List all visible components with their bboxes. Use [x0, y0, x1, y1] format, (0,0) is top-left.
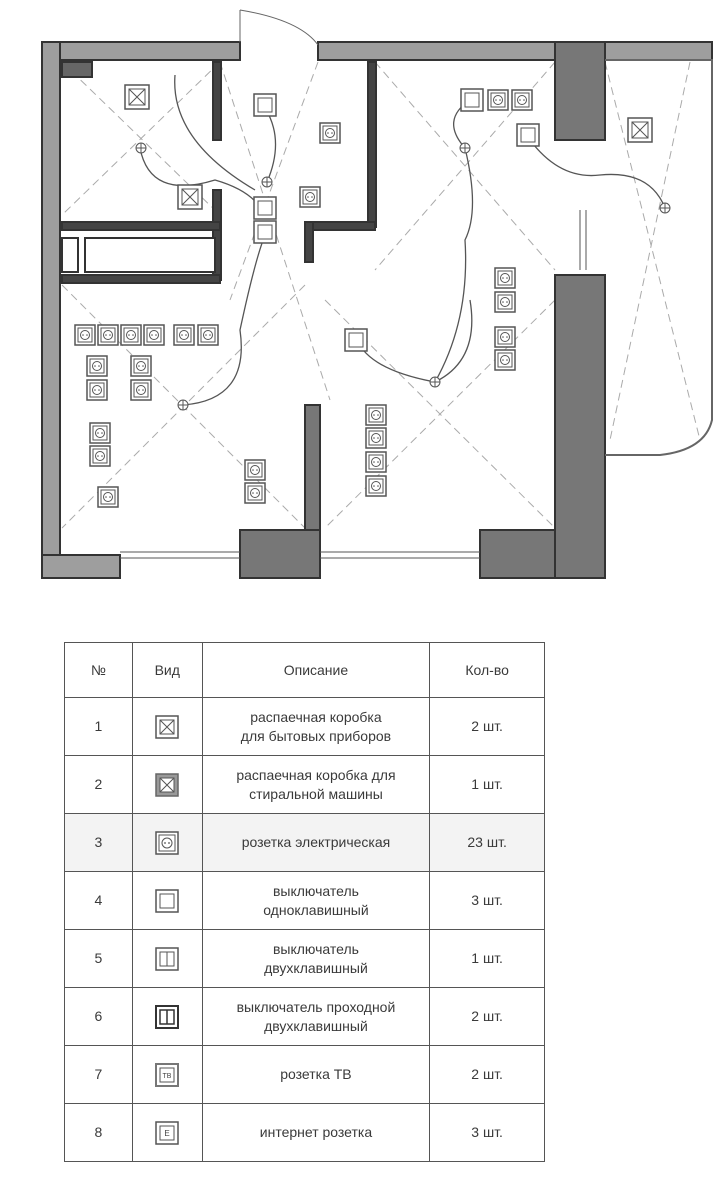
row-quantity: 1 шт. — [429, 929, 545, 988]
header-view: Вид — [131, 642, 203, 698]
description-line-2: двухклавишный — [264, 1017, 368, 1034]
row-quantity: 23 шт. — [429, 813, 545, 872]
legend-row: 1 распаечная коробка для бытовых приборов 2… — [64, 697, 545, 756]
row-icon — [131, 813, 203, 872]
description-line-1: выключатель — [272, 940, 359, 957]
legend-row: 4 выключатель одноклавишный 3 шт. — [64, 871, 545, 930]
row-icon: E — [131, 1103, 203, 1162]
row-description: розетка электрическая — [201, 813, 431, 872]
bathtub — [84, 237, 216, 273]
washer-junction-box-icon — [155, 772, 179, 797]
row-number: 2 — [64, 755, 133, 814]
single-switch-icon — [155, 888, 179, 913]
row-description: распаечная коробка для стиральной машины — [201, 755, 431, 814]
description-line-2: одноклавишный — [263, 901, 369, 918]
row-icon — [131, 871, 203, 930]
row-quantity: 3 шт. — [429, 1103, 545, 1162]
row-description: розетка ТВ — [201, 1045, 431, 1104]
passthrough-double-switch-icon — [155, 1004, 180, 1029]
row-quantity: 2 шт. — [429, 697, 545, 756]
legend-header-row: № Вид Описание Кол-во — [64, 642, 545, 698]
row-description: распаечная коробка для бытовых приборов — [201, 697, 431, 756]
row-icon — [131, 987, 203, 1046]
internet-socket-icon: E — [155, 1120, 179, 1145]
row-number: 5 — [64, 929, 133, 988]
tv-socket-icon: ТВ — [155, 1062, 180, 1087]
balcony-outline — [605, 59, 713, 456]
walls — [41, 41, 713, 579]
row-icon — [131, 697, 203, 756]
legend-table: № Вид Описание Кол-во 1 распаечная коробк… — [64, 642, 545, 1162]
description-line-1: интернет розетка — [259, 1124, 373, 1140]
legend-row: 2 распаечная коробка для стиральной машины… — [64, 755, 545, 814]
row-icon: ТВ — [131, 1045, 203, 1104]
legend-row: 7 ТВ розетка ТВ 2 шт. — [64, 1045, 545, 1104]
row-number: 3 — [64, 813, 133, 872]
description-line-2: стиральной машины — [249, 785, 383, 802]
description-line-1: распаечная коробка — [250, 708, 382, 725]
description-line-1: розетка ТВ — [280, 1066, 352, 1082]
windows — [120, 210, 587, 559]
description-line-1: распаечная коробка для — [236, 766, 396, 783]
row-icon — [131, 929, 203, 988]
description-line-1: выключатель проходной — [236, 998, 396, 1015]
row-number: 1 — [64, 697, 133, 756]
legend-row: 5 выключатель двухклавишный 1 шт. — [64, 929, 545, 988]
row-quantity: 3 шт. — [429, 871, 545, 930]
entrance-door — [239, 9, 319, 46]
floor-plan — [41, 9, 713, 579]
legend-row: 6 выключатель проходной двухклавишный 2 шт. — [64, 987, 545, 1046]
svg-text:E: E — [165, 1129, 170, 1138]
row-number: 8 — [64, 1103, 133, 1162]
row-quantity: 2 шт. — [429, 1045, 545, 1104]
row-icon — [131, 755, 203, 814]
description-line-1: розетка электрическая — [241, 834, 391, 850]
row-quantity: 1 шт. — [429, 755, 545, 814]
row-description: выключатель проходной двухклавишный — [201, 987, 431, 1046]
header-quantity: Кол-во — [429, 642, 545, 698]
description-line-2: для бытовых приборов — [240, 727, 392, 744]
header-number: № — [64, 642, 133, 698]
row-number: 7 — [64, 1045, 133, 1104]
row-number: 6 — [64, 987, 133, 1046]
svg-text:ТВ: ТВ — [163, 1073, 172, 1080]
power-socket-icon — [155, 830, 179, 855]
legend-row: 3 розетка электрическая 23 шт. — [64, 813, 545, 872]
row-quantity: 2 шт. — [429, 987, 545, 1046]
row-description: интернет розетка — [201, 1103, 431, 1162]
double-switch-icon — [155, 946, 179, 971]
row-number: 4 — [64, 871, 133, 930]
description-line-2: двухклавишный — [264, 959, 368, 976]
description-line-1: выключатель — [272, 882, 359, 899]
row-description: выключатель одноклавишный — [201, 871, 431, 930]
junction-box-icon — [155, 714, 179, 739]
header-description: Описание — [201, 642, 431, 698]
row-description: выключатель двухклавишный — [201, 929, 431, 988]
